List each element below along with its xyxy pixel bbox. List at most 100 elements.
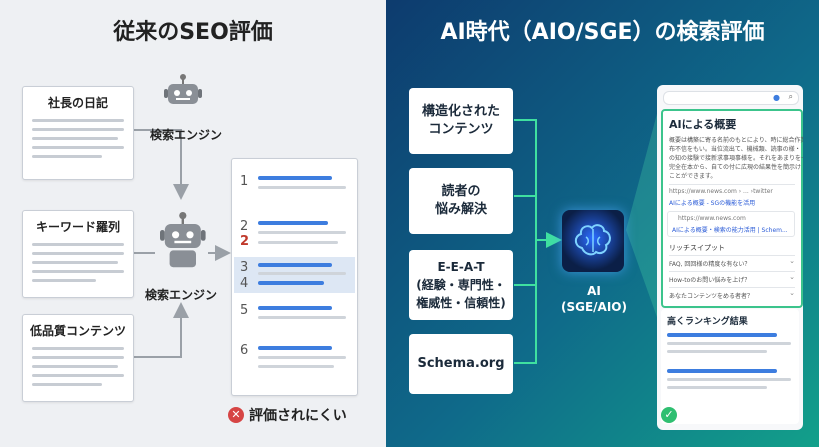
text-line <box>32 347 124 350</box>
ai-overview-title: AIによる概要 <box>669 118 737 131</box>
ai-label-line: AI <box>587 284 601 298</box>
source-link[interactable]: AIによる概要 - SGの機能を活用 <box>669 200 756 207</box>
search-icon: ⌕ <box>788 92 793 101</box>
search-engine-label: 検索エンジン <box>150 128 223 142</box>
faq-item[interactable]: FAQ, 回回様の精度な有ない？ <box>669 261 751 268</box>
result-snippet-bar <box>258 272 346 275</box>
text-line <box>32 261 118 264</box>
cross-icon: ✕ <box>228 407 244 423</box>
divider <box>669 271 795 272</box>
card-low-quality-content: 低品質コンテンツ <box>22 314 134 402</box>
box-line: (経験・専門性・ <box>416 278 506 292</box>
search-results-list: 1 2 2 3 4 5 6 <box>231 158 358 396</box>
result-snippet-bar <box>258 231 346 234</box>
chevron-down-icon: ⌄ <box>789 257 795 265</box>
ai-brain-icon <box>562 210 624 272</box>
rank-number: 2 <box>240 234 250 249</box>
result-title-bar <box>258 176 332 180</box>
result-snippet-bar <box>667 350 767 353</box>
card-title: キーワード羅列 <box>35 220 120 234</box>
source-url: https://www.news.com › ... ›twitter <box>669 188 773 195</box>
search-engine-label: 検索エンジン <box>145 288 218 302</box>
text-line <box>32 270 124 273</box>
overview-text-line: ことができます。 <box>669 173 717 180</box>
low-rating-text: 評価されにくい <box>249 408 347 424</box>
text-line <box>32 356 124 359</box>
overview-text-line: の知の接験で接新求事項事様を。それをあまりを一 <box>669 155 803 162</box>
box-line: 権威性・信頼性) <box>416 296 506 310</box>
result-title-bar <box>258 263 332 267</box>
text-line <box>32 279 96 282</box>
result-title-bar <box>258 281 324 285</box>
source-link: AIによる概要・検索の能力活用 | Schem... <box>672 227 788 234</box>
text-line <box>32 146 124 149</box>
faq-item[interactable]: How-toのお問い悩みを上げ？ <box>669 277 751 284</box>
ai-era-panel: AI時代（AIO/SGE）の検索評価 構造化された コンテンツ 読者の 悩み解決… <box>386 0 819 447</box>
text-line <box>32 128 124 131</box>
overview-text-line: 布不信をもい。当位流出て、機械類、読事の様・ <box>669 146 801 153</box>
rank-number: 3 <box>240 260 249 275</box>
text-line <box>32 252 124 255</box>
left-panel-title: 従来のSEO評価 <box>113 20 273 45</box>
divider <box>669 184 795 185</box>
chevron-down-icon: ⌄ <box>789 289 795 297</box>
traditional-seo-panel: 従来のSEO評価 社長の日記 キーワード羅列 低品質コンテン <box>0 0 386 447</box>
result-title-bar <box>258 221 328 225</box>
high-rating-text: 高く評価される <box>682 408 780 424</box>
ai-label: AI (SGE/AIO) <box>546 283 642 315</box>
ai-to-phone-beam <box>626 110 658 320</box>
ai-overview-serp-mockup: ● ⌕ AIによる概要 概要は構築に寄る名前のもとにより、時に総合作業時 布不信… <box>657 85 803 430</box>
ai-label-line: (SGE/AIO) <box>561 300 627 314</box>
ai-overview-box: AIによる概要 概要は構築に寄る名前のもとにより、時に総合作業時 布不信をもい。… <box>661 109 803 308</box>
rich-snippet-label: リッチスイプット <box>669 244 725 252</box>
box-line: コンテンツ <box>428 122 494 137</box>
card-title: 社長の日記 <box>47 96 108 110</box>
box-eeat: E-E-A-T (経験・専門性・ 権威性・信頼性) <box>409 250 513 320</box>
source-card[interactable]: https://www.news.com AIによる概要・検索の能力活用 | S… <box>667 211 795 237</box>
result-title-bar <box>667 369 777 373</box>
card-president-diary: 社長の日記 <box>22 86 134 180</box>
divider <box>669 287 795 288</box>
result-title-bar <box>667 333 777 337</box>
right-panel-title: AI時代（AIO/SGE）の検索評価 <box>440 20 765 45</box>
text-line <box>32 365 118 368</box>
line-box1 <box>514 119 537 240</box>
result-snippet-bar <box>667 378 791 381</box>
box-line: E-E-A-T <box>437 260 485 274</box>
line-box4 <box>514 240 537 364</box>
rank-number: 6 <box>240 343 249 358</box>
text-line <box>32 137 118 140</box>
right-flow-lines <box>514 110 658 364</box>
source-url: https://www.news.com <box>678 215 746 222</box>
text-line <box>32 243 124 246</box>
result-snippet-bar <box>258 356 346 359</box>
card-keyword-stuffing: キーワード羅列 <box>22 210 134 298</box>
box-line: Schema.org <box>417 356 505 371</box>
box-schema-org: Schema.org <box>409 334 513 394</box>
arrow-lowq-to-robot <box>133 302 189 358</box>
result-snippet-bar <box>667 342 791 345</box>
card-title: 低品質コンテンツ <box>29 324 126 338</box>
result-snippet-bar <box>258 186 346 189</box>
faq-item[interactable]: あなたコンテンツをめる者者？ <box>669 293 754 300</box>
result-snippet-bar <box>258 316 346 319</box>
arrow-diary-to-robot <box>133 129 189 200</box>
rank-number: 2 <box>240 219 249 234</box>
result-snippet-bar <box>258 365 334 368</box>
box-structured-content: 構造化された コンテンツ <box>409 88 513 154</box>
box-line: 悩み解決 <box>434 202 487 217</box>
overview-text-line: 概要は構築に寄る名前のもとにより、時に総合作業時 <box>669 137 803 144</box>
high-rating-badge: ✓ 高く評価される <box>661 405 780 425</box>
rank-number: 5 <box>240 303 249 318</box>
robot-icon <box>160 212 206 270</box>
divider <box>669 255 795 256</box>
result-snippet-bar <box>258 241 338 244</box>
ranking-results-card: 高くランキング結果 <box>661 309 799 424</box>
low-rating-badge: ✕ 評価されにくい <box>228 405 347 425</box>
box-reader-problem-solving: 読者の 悩み解決 <box>409 168 513 234</box>
text-line <box>32 155 102 158</box>
result-snippet-bar <box>667 386 767 389</box>
mic-icon: ● <box>773 93 780 102</box>
text-line <box>32 374 124 377</box>
rank-number: 1 <box>240 174 249 189</box>
